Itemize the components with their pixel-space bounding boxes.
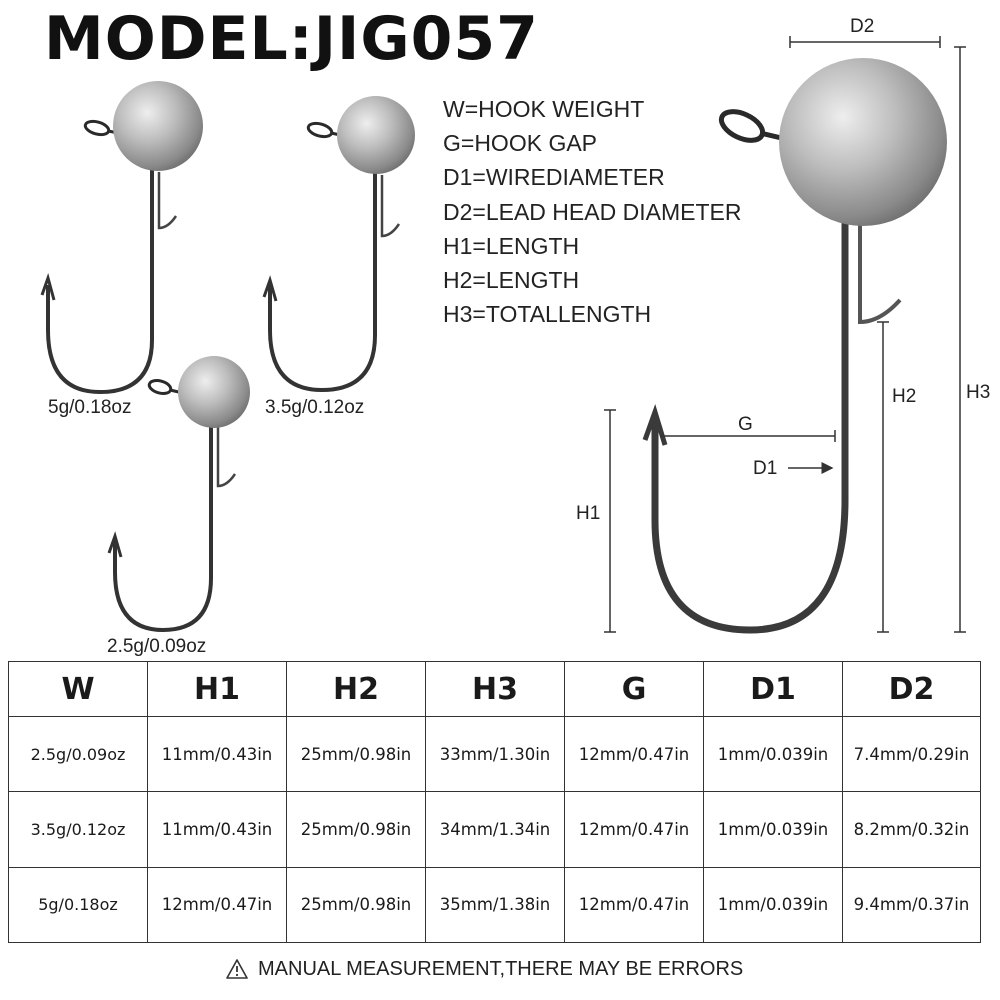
small-jig-hook-3-5g <box>262 96 415 393</box>
column-header-h2: H2 <box>286 661 426 717</box>
table-cell: 5g/0.18oz <box>8 866 148 944</box>
hooks-diagram <box>40 36 966 634</box>
dimension-label-d1: D1 <box>753 458 778 479</box>
table-cell: 1mm/0.039in <box>703 715 843 793</box>
small-jig-hook-5g <box>40 81 203 395</box>
table-cell: 2.5g/0.09oz <box>8 715 148 793</box>
table-cell: 25mm/0.98in <box>286 715 426 793</box>
page-title: MODEL:JIG057 <box>44 4 539 74</box>
legend-item-d1: D1=WIREDIAMETER <box>443 164 665 191</box>
column-header-h1: H1 <box>147 661 287 717</box>
table-cell: 9.4mm/0.37in <box>842 866 981 944</box>
legend: W=HOOK WEIGHT G=HOOK GAP D1=WIREDIAMETER… <box>443 92 741 331</box>
large-jig-hook <box>642 58 947 634</box>
table-cell: 12mm/0.47in <box>564 791 704 868</box>
disclaimer-text: MANUAL MEASUREMENT,THERE MAY BE ERRORS <box>258 958 744 980</box>
table-cell: 33mm/1.30in <box>425 715 565 793</box>
spec-table: W H1 H2 H3 G D1 D2 2.5g/0.09oz 11mm/0.43… <box>8 661 981 944</box>
column-header-w: W <box>8 661 148 717</box>
column-header-h3: H3 <box>425 661 565 717</box>
table-cell: 8.2mm/0.32in <box>842 791 981 868</box>
column-header-g: G <box>564 661 704 717</box>
dimension-label-g: G <box>738 414 753 435</box>
table-cell: 11mm/0.43in <box>147 715 287 793</box>
table-cell: 12mm/0.47in <box>564 866 704 944</box>
table-row: 3.5g/0.12oz 11mm/0.43in 25mm/0.98in 34mm… <box>8 791 981 868</box>
column-header-d2: D2 <box>842 661 981 717</box>
measurement-disclaimer: MANUAL MEASUREMENT,THERE MAY BE ERRORS <box>226 958 743 985</box>
dimension-label-h3: H3 <box>966 382 991 403</box>
hook-weight-label-2-5g: 2.5g/0.09oz <box>107 636 207 657</box>
dimension-label-h1: H1 <box>576 503 601 524</box>
table-cell: 3.5g/0.12oz <box>8 791 148 868</box>
table-header-row: W H1 H2 H3 G D1 D2 <box>8 661 981 717</box>
legend-item-h2: H2=LENGTH <box>443 267 580 294</box>
hook-weight-label-3-5g: 3.5g/0.12oz <box>265 397 365 418</box>
small-jig-hook-2-5g <box>107 356 250 633</box>
table-cell: 12mm/0.47in <box>147 866 287 944</box>
table-cell: 11mm/0.43in <box>147 791 287 868</box>
table-cell: 1mm/0.039in <box>703 866 843 944</box>
legend-item-g: G=HOOK GAP <box>443 130 598 157</box>
dimension-label-d2: D2 <box>850 16 875 37</box>
hook-weight-label-5g: 5g/0.18oz <box>48 397 132 418</box>
legend-item-h1: H1=LENGTH <box>443 232 580 259</box>
column-header-d1: D1 <box>703 661 843 717</box>
legend-item-h3: H3=TOTALLENGTH <box>443 301 652 328</box>
table-cell: 1mm/0.039in <box>703 791 843 868</box>
dimension-lines <box>604 36 966 633</box>
table-row: 5g/0.18oz 12mm/0.47in 25mm/0.98in 35mm/1… <box>8 866 981 944</box>
table-row: 2.5g/0.09oz 11mm/0.43in 25mm/0.98in 33mm… <box>8 715 981 793</box>
table-cell: 25mm/0.98in <box>286 866 426 944</box>
dimension-label-h2: H2 <box>892 386 917 407</box>
legend-item-d2: D2=LEAD HEAD DIAMETER <box>443 198 742 225</box>
warning-triangle-icon <box>226 959 248 985</box>
table-cell: 12mm/0.47in <box>564 715 704 793</box>
table-cell: 7.4mm/0.29in <box>842 715 981 793</box>
table-cell: 34mm/1.34in <box>425 791 565 868</box>
legend-item-w: W=HOOK WEIGHT <box>443 96 645 122</box>
table-cell: 35mm/1.38in <box>425 866 565 944</box>
table-cell: 25mm/0.98in <box>286 791 426 868</box>
